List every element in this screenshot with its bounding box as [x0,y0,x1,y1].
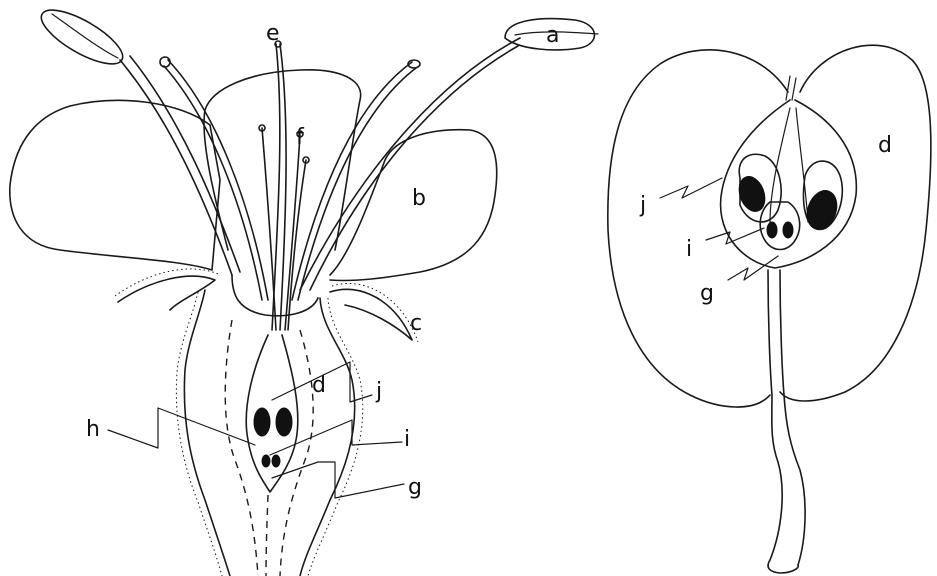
stamen-filament-3b [298,68,416,300]
leader-fruit-i [706,228,764,244]
stamens [34,0,598,300]
stamen-filament-right [300,38,520,290]
label-c: c [410,311,422,336]
ovule-left [254,408,270,436]
sepal-right-hair [332,283,418,342]
stamen-filament-3 [292,62,412,300]
style-long-b [280,44,286,330]
label-g: g [408,475,422,500]
inner-seed-right [783,222,793,238]
inner-dash-right [280,330,313,576]
fruit-stalk-right [780,270,805,565]
fruit-stalk-end [768,560,798,573]
receptacle-right [300,298,355,576]
inner-ovary [760,202,799,250]
ovule-right [276,408,292,436]
stamen-filament-right-b [310,46,518,290]
ovule-small-left [262,455,270,467]
style-f2 [262,128,276,330]
fruit-section: d j i g [608,45,931,573]
sepal-right [330,289,412,340]
fruit-label-d: d [878,133,892,158]
label-b: b [412,186,426,211]
label-i: i [404,427,410,452]
label-h: h [86,417,100,442]
flower-section: a b c d e f g h i j [10,0,598,576]
leader-h [108,408,255,448]
sepal-left-hair [115,269,218,296]
anther-left [34,0,130,74]
seed-right [802,186,842,233]
fruit-label-i: i [686,237,692,262]
fruit-label-g: g [700,281,714,306]
label-j: j [375,379,382,404]
petal-left [10,100,220,270]
ovule-small-right [272,455,280,467]
carpel-wall [770,108,808,222]
receptacle-left-hair [176,292,222,576]
fruit-label-j: j [639,193,646,218]
label-d: d [312,373,326,398]
inner-dash-left [225,320,258,576]
leader-g [272,462,404,498]
leader-fruit-j [660,178,722,198]
calyx-tip [786,76,796,100]
label-f: f [296,125,305,150]
label-e: e [266,21,280,46]
inner-dash-center [266,495,268,576]
inner-seed-left [767,222,777,238]
label-a: a [546,23,559,48]
anther-2 [160,57,170,67]
